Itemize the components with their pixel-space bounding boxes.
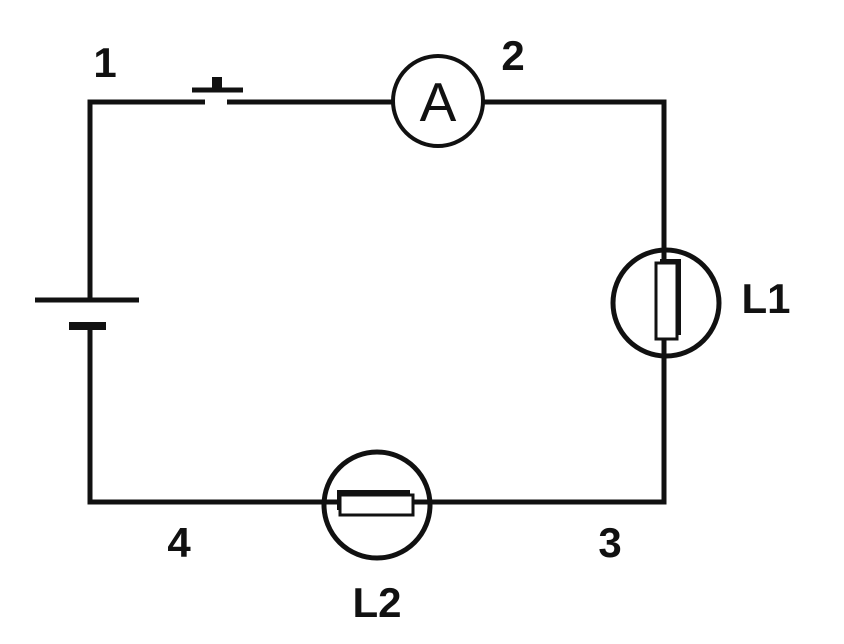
lamp-l1-filament <box>654 261 679 341</box>
lamp-l2-label: L2 <box>352 579 401 626</box>
lamp-l2-icon <box>321 449 433 561</box>
lamp-l1-icon <box>610 247 722 359</box>
battery-short-terminal <box>69 322 106 330</box>
switch-button <box>212 77 222 89</box>
wires <box>87 99 667 505</box>
node-2-label: 2 <box>501 32 524 79</box>
node-4-label: 4 <box>167 519 191 566</box>
ammeter-letter: A <box>420 71 457 133</box>
ammeter-icon: A <box>391 54 485 148</box>
switch-icon <box>192 77 243 93</box>
ammeter-circle <box>391 54 485 148</box>
lamp-l1-circle <box>610 247 722 359</box>
node-3-label: 3 <box>598 519 621 566</box>
lamp-l2-filament <box>338 493 415 517</box>
lamp-l1-label: L1 <box>741 275 790 322</box>
node-1-label: 1 <box>93 39 116 86</box>
wire-main-loop <box>87 99 667 505</box>
battery-icon <box>35 297 139 330</box>
wire-topleft-segment <box>87 99 205 300</box>
lamp-l2-circle <box>321 449 433 561</box>
